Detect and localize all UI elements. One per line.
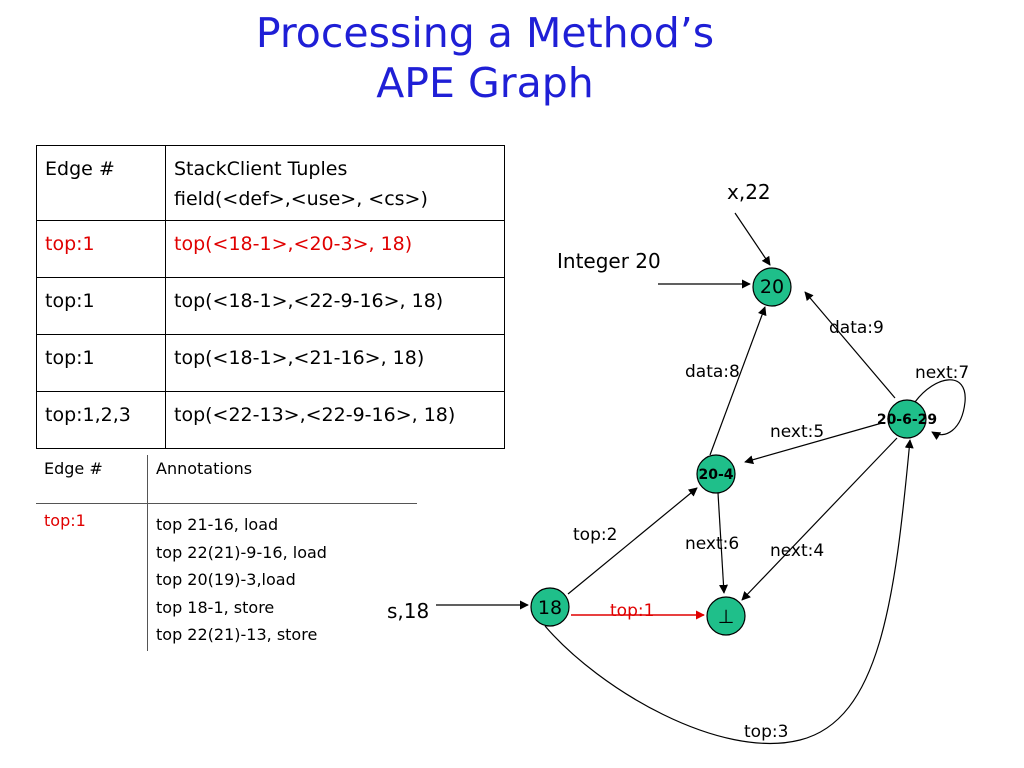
edge-x22-to-20 (734, 212, 771, 266)
table-header-row: Edge # StackClient Tuples field(<def>,<u… (36, 145, 505, 221)
edge-data8 (709, 306, 767, 456)
edge-data9 (804, 291, 896, 399)
annotations-table: Edge # Annotations top:1 top 21-16, load… (36, 455, 417, 651)
annotation-item: top 20(19)-3,load (156, 570, 296, 589)
node-20-4-label: 20-4 (698, 467, 733, 483)
node-20-label: 20 (760, 276, 784, 298)
title-line-2: APE Graph (376, 59, 594, 107)
edge-next4 (741, 437, 898, 601)
cell-edge: top:1,2,3 (36, 391, 166, 449)
annotations-row: top:1 top 21-16, load top 22(21)-9-16, l… (36, 503, 418, 651)
header-tuples-line1: StackClient Tuples (174, 158, 348, 180)
edge-label-top2: top:2 (573, 525, 617, 545)
cell-edge: top:1 (36, 220, 166, 278)
edge-next6 (717, 492, 729, 594)
node-18-label: 18 (538, 597, 562, 619)
slide-title: Processing a Method’s APE Graph (0, 8, 970, 108)
cell-tuple: top(<22-13>,<22-9-16>, 18) (165, 391, 505, 449)
edge-label-next5: next:5 (770, 422, 824, 442)
annotation-item: top 18-1, store (156, 597, 275, 617)
input-label-integer20: Integer 20 (557, 249, 661, 273)
edge-next7 (914, 379, 966, 441)
node-20-6-29-label: 20-6-29 (877, 412, 937, 428)
edge-label-next6: next:6 (685, 534, 739, 554)
cell-edge: top:1 (36, 277, 166, 335)
header-tuples-line2: field(<def>,<use>, <cs>) (174, 188, 428, 210)
annotation-item: top 22(21)-13, store (156, 625, 318, 644)
edge-next5 (744, 422, 883, 465)
node-20: 20 (752, 267, 792, 307)
edge-label-data8: data:8 (685, 362, 740, 382)
edge-label-top1: top:1 (610, 601, 654, 621)
annotations-edge: top:1 (36, 503, 148, 651)
node-20-6-29: 20-6-29 (877, 399, 937, 439)
edge-label-next7: next:7 (915, 363, 969, 383)
annotation-item: top 22(21)-9-16, load (156, 542, 327, 562)
table-row: top:1 top(<18-1>,<20-3>, 18) (36, 220, 505, 278)
annotations-list: top 21-16, load top 22(21)-9-16, load to… (148, 504, 418, 651)
annotations-header-edge: Edge # (36, 455, 148, 504)
title-line-1: Processing a Method’s (255, 9, 715, 57)
edge-top3 (544, 439, 914, 745)
edge-label-data9: data:9 (829, 318, 884, 338)
header-tuples: StackClient Tuples field(<def>,<use>, <c… (165, 145, 505, 221)
table-row: top:1,2,3 top(<22-13>,<22-9-16>, 18) (36, 391, 505, 449)
cell-tuple: top(<18-1>,<20-3>, 18) (165, 220, 505, 278)
node-18: 18 (530, 587, 570, 627)
cell-edge: top:1 (36, 334, 166, 392)
edge-top2 (567, 487, 698, 595)
cell-tuple: top(<18-1>,<22-9-16>, 18) (165, 277, 505, 335)
table-row: top:1 top(<18-1>,<22-9-16>, 18) (36, 277, 505, 335)
annotations-header-row: Edge # Annotations (36, 455, 417, 504)
input-label-s18: s,18 (387, 599, 429, 623)
stackclient-tuples-table: Edge # StackClient Tuples field(<def>,<u… (36, 145, 505, 449)
edge-label-top3: top:3 (744, 722, 788, 742)
annotations-header-annotations: Annotations (147, 455, 417, 504)
header-edge: Edge # (36, 145, 166, 221)
input-label-x22: x,22 (727, 180, 771, 204)
annotation-item: top 21-16, load (156, 515, 279, 534)
node-bottom: ⊥ (706, 596, 746, 636)
node-20-4: 20-4 (696, 454, 736, 494)
bottom-symbol-icon: ⊥ (718, 606, 735, 628)
edge-label-next4: next:4 (770, 541, 824, 561)
